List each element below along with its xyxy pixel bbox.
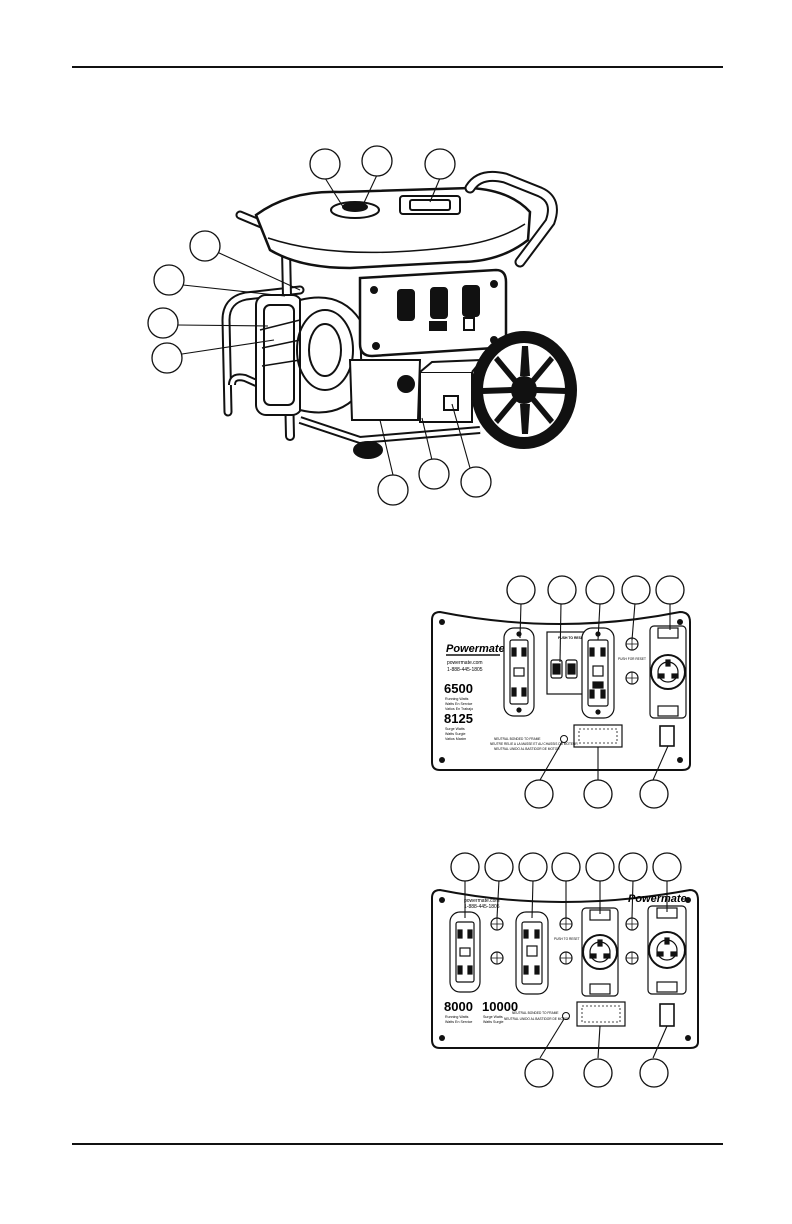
callout-circle bbox=[377, 474, 409, 506]
surge-label-fr: Watts Surgie bbox=[445, 732, 465, 736]
callout-circle bbox=[518, 852, 548, 882]
figure1-callouts bbox=[147, 145, 492, 506]
running-label-fr: Watts En Service bbox=[445, 1020, 472, 1024]
callout-circle bbox=[585, 852, 615, 882]
ground-terminal bbox=[562, 1012, 570, 1020]
brand-logo: Powermate bbox=[628, 893, 687, 905]
callout-circle bbox=[151, 342, 183, 374]
running-label-fr: Watts En Service bbox=[445, 702, 472, 706]
breaker-block bbox=[546, 631, 586, 695]
callout-circle bbox=[585, 575, 615, 605]
callout-circle bbox=[424, 148, 456, 180]
callout-circle bbox=[361, 145, 393, 177]
hour-meter bbox=[573, 724, 623, 748]
reset-label: PUSH TO RESET bbox=[554, 937, 580, 941]
website-text: powermate.com bbox=[464, 898, 500, 904]
running-watts: 8000 bbox=[444, 999, 473, 1014]
panel1-callouts bbox=[506, 575, 685, 809]
running-label-es: Vatios En Trabajo bbox=[445, 707, 473, 711]
neutral-line-3: NEUTRAL UNIDO AL BASTIDOR DE MOTOR bbox=[494, 747, 560, 751]
panel2-callouts bbox=[450, 852, 682, 1088]
callout-circle bbox=[484, 852, 514, 882]
callout-circle bbox=[460, 466, 492, 498]
footer-rule bbox=[72, 1143, 723, 1145]
callout-circle bbox=[506, 575, 536, 605]
callout-circle bbox=[618, 852, 648, 882]
brand-logo: Powermate bbox=[446, 643, 505, 655]
hour-meter bbox=[576, 1001, 626, 1027]
control-panel-6500: Powermate powermate.com 1-888-445-1805 6… bbox=[431, 610, 691, 771]
surge-label-fr: Watts Surgie bbox=[483, 1020, 503, 1024]
control-panel-8000: powermate.com 1-888-445-1805 Powermate 8… bbox=[431, 888, 699, 1049]
outlet-duplex-1 bbox=[503, 627, 535, 717]
phone-text: 1-888-445-1805 bbox=[447, 667, 483, 673]
callout-circle bbox=[524, 1058, 554, 1088]
outlet-duplex-b bbox=[515, 911, 549, 995]
callout-circle bbox=[551, 852, 581, 882]
running-label: Running Watts bbox=[445, 1015, 469, 1019]
callout-circle bbox=[147, 307, 179, 339]
surge-watts: 10000 bbox=[482, 999, 518, 1014]
header-rule bbox=[72, 66, 723, 68]
running-watts: 6500 bbox=[444, 681, 473, 696]
callout-circle bbox=[547, 575, 577, 605]
callout-circle bbox=[639, 779, 669, 809]
reset-buttons bbox=[625, 637, 639, 685]
callout-circle bbox=[583, 1058, 613, 1088]
callout-circle bbox=[655, 575, 685, 605]
outlet-twistlock bbox=[649, 625, 687, 719]
panel2-leaders bbox=[464, 879, 668, 1059]
usb-switch bbox=[659, 1003, 675, 1027]
surge-label: Surge Watts bbox=[483, 1015, 503, 1019]
ground-terminal bbox=[560, 735, 568, 743]
running-label: Running Watts bbox=[445, 697, 469, 701]
website-text: powermate.com bbox=[447, 660, 483, 666]
callout-circle bbox=[583, 779, 613, 809]
callout-circle bbox=[189, 230, 221, 262]
breaker-label: PUSH TO RESET bbox=[558, 636, 586, 640]
callout-circle bbox=[153, 264, 185, 296]
callout-circle bbox=[418, 458, 450, 490]
callout-circle bbox=[652, 852, 682, 882]
outlet-twistlock-d bbox=[647, 905, 687, 995]
callout-circle bbox=[309, 148, 341, 180]
neutral-line-1: NEUTRAL BONDED TO FRAME bbox=[494, 737, 541, 741]
outlet-duplex-a bbox=[449, 911, 481, 993]
usb-switch bbox=[659, 725, 675, 747]
surge-label: Surge Watts bbox=[445, 727, 465, 731]
neutral-line-1: NEUTRAL BONDED TO FRAME bbox=[512, 1011, 559, 1015]
outlet-duplex-2 bbox=[581, 627, 615, 719]
callout-circle bbox=[639, 1058, 669, 1088]
callout-circle bbox=[450, 852, 480, 882]
callout-circle bbox=[524, 779, 554, 809]
neutral-line-2: NEUTRAL UNIDO AL BASTIDOR DE MOTOR bbox=[504, 1017, 570, 1021]
phone-text: 1-888-445-1805 bbox=[464, 904, 500, 910]
neutral-line-2: NEUTRE RELIE A LA MASSE ET AU CHASSIS DU… bbox=[490, 742, 578, 746]
generator-illustration bbox=[221, 170, 577, 459]
surge-watts: 8125 bbox=[444, 711, 473, 726]
panel1-leaders bbox=[519, 602, 671, 781]
figure1-leaders bbox=[177, 174, 471, 476]
reset-label: PUSH FOR RESET bbox=[618, 657, 646, 661]
surge-label-es: Vatios Maxim bbox=[445, 737, 466, 741]
callout-circle bbox=[621, 575, 651, 605]
reset-button-b bbox=[559, 917, 573, 965]
outlet-twistlock-c bbox=[581, 907, 619, 997]
